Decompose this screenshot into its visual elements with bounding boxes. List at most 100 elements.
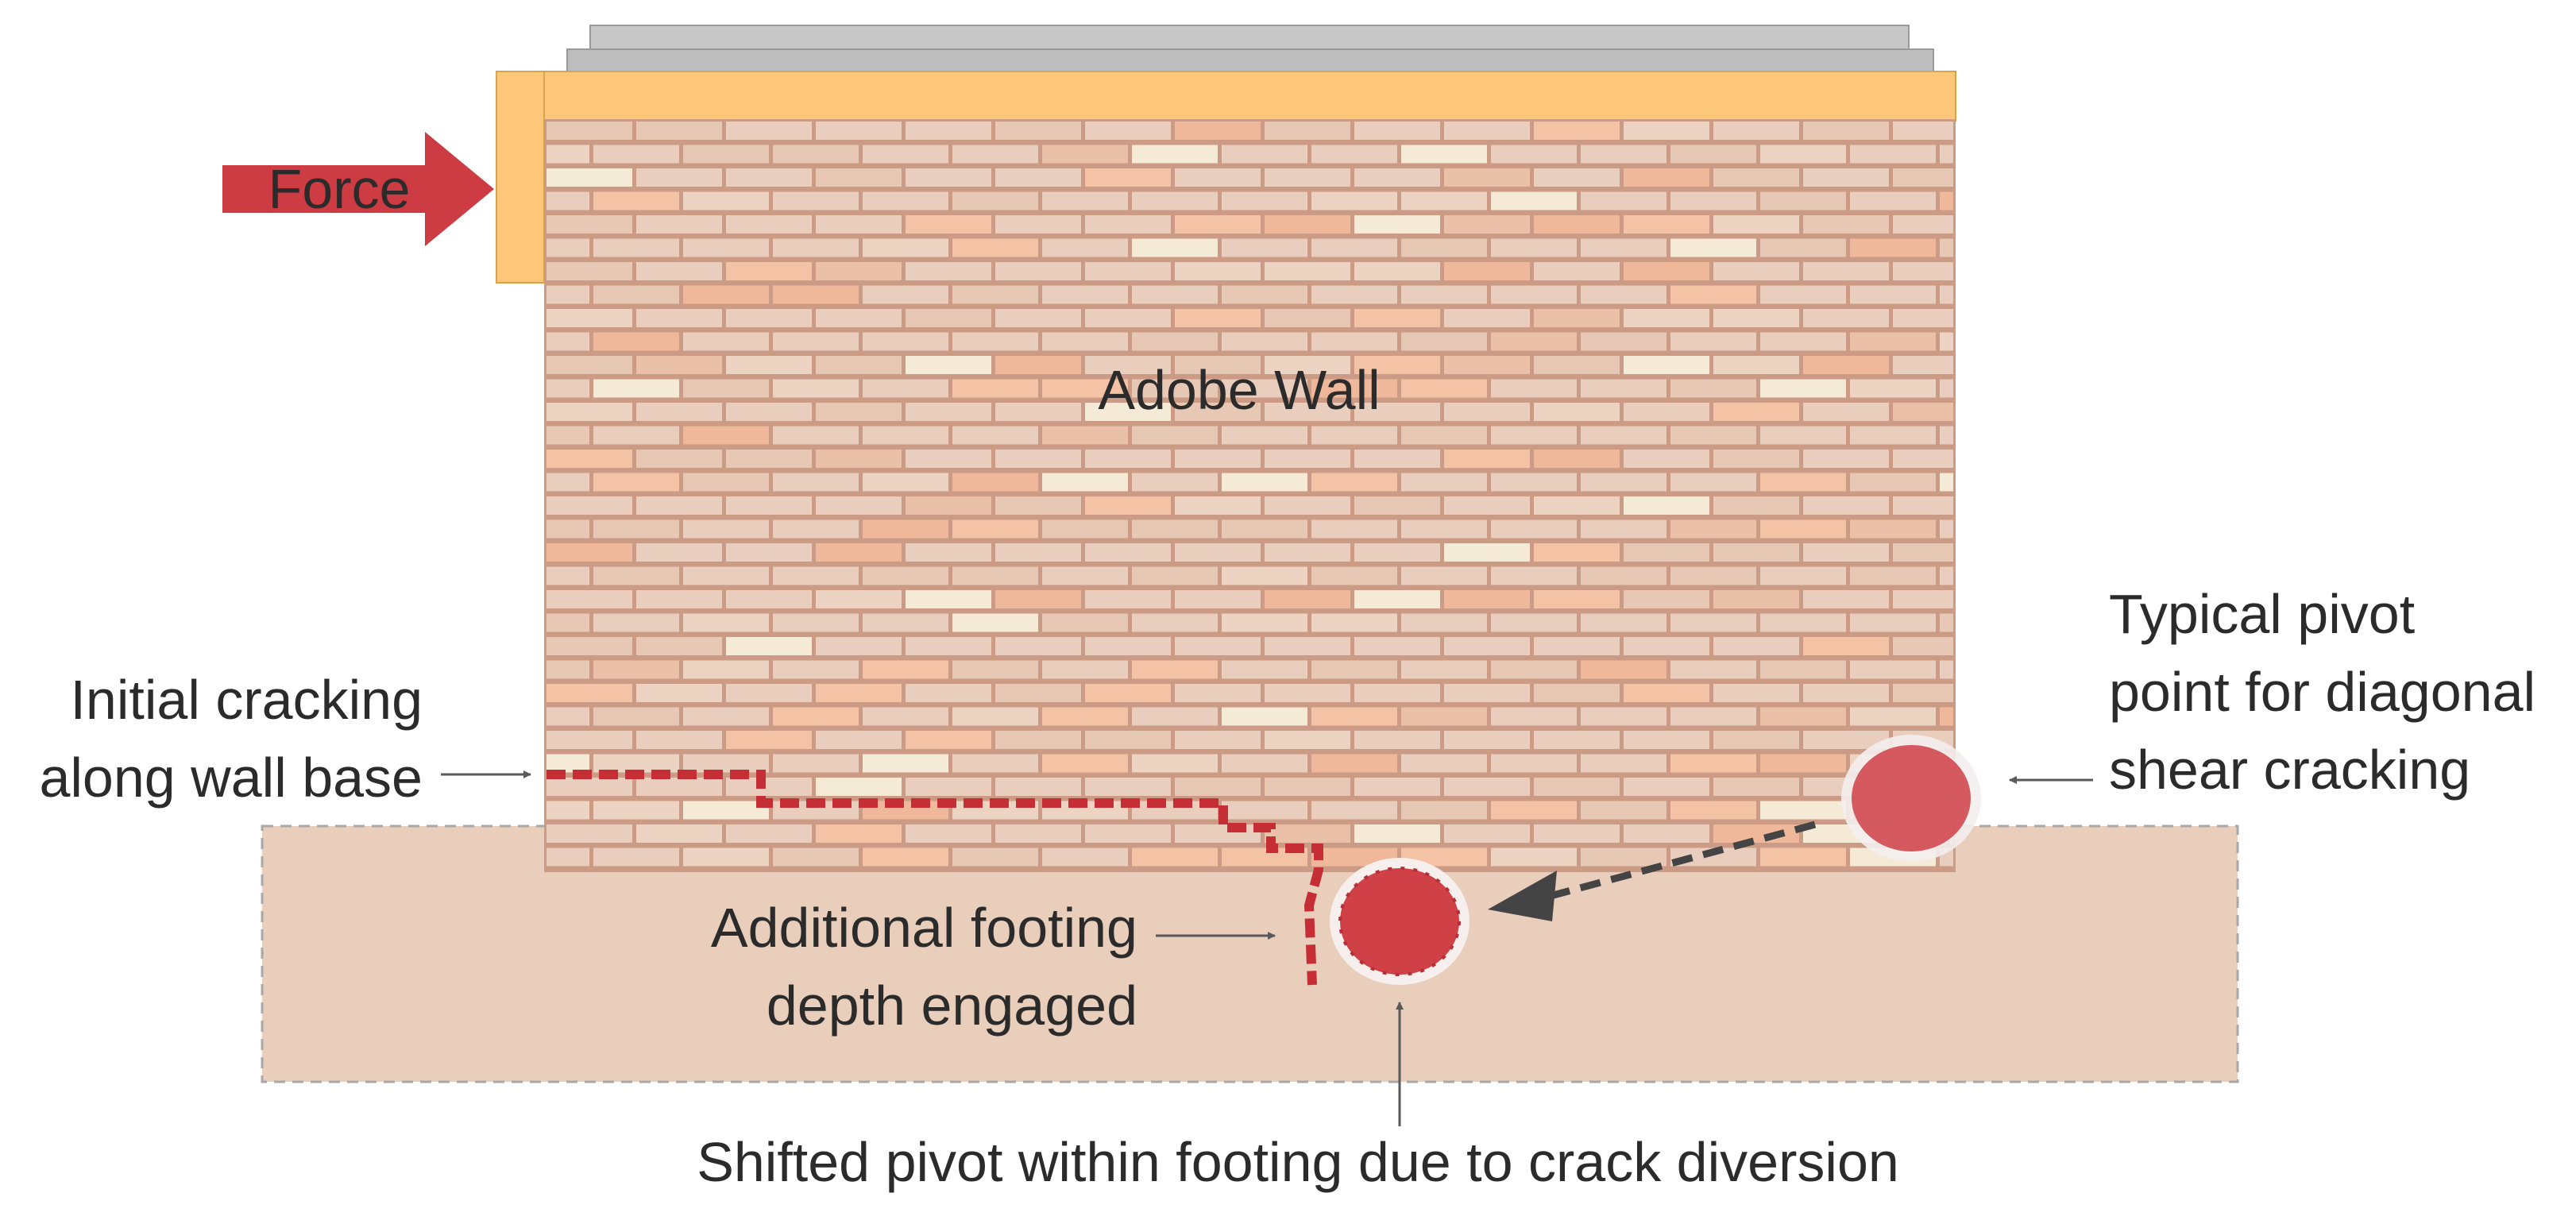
brick — [1624, 122, 1709, 140]
brick — [1581, 801, 1666, 820]
brick — [995, 778, 1081, 796]
brick — [1803, 262, 1889, 280]
brick — [952, 473, 1038, 492]
brick — [906, 356, 991, 374]
brick — [1581, 473, 1666, 492]
footing-label-line1: Additional footing — [711, 897, 1137, 959]
brick — [1670, 519, 1756, 539]
brick — [1491, 379, 1577, 398]
brick — [1713, 543, 1799, 562]
brick — [1760, 332, 1846, 351]
brick — [1354, 637, 1440, 655]
brick — [1624, 778, 1709, 796]
brick — [1491, 613, 1577, 632]
brick — [816, 590, 902, 608]
brick — [1713, 637, 1799, 655]
brick — [995, 496, 1081, 515]
brick — [1132, 191, 1218, 210]
brick — [726, 731, 812, 749]
brick — [1581, 285, 1666, 304]
brick — [906, 122, 991, 140]
brick — [1713, 684, 1799, 702]
brick — [952, 848, 1038, 867]
brick — [1760, 426, 1846, 445]
brick — [995, 684, 1081, 702]
brick — [1042, 754, 1128, 773]
brick — [1803, 637, 1889, 655]
brick — [726, 450, 812, 468]
brick — [773, 707, 859, 726]
brick — [1444, 684, 1530, 702]
brick — [1581, 379, 1666, 398]
brick — [863, 519, 948, 539]
brick — [1534, 637, 1620, 655]
brick — [1311, 801, 1397, 820]
brick — [1850, 707, 1936, 726]
brick — [1265, 590, 1350, 608]
brick — [1893, 637, 1953, 655]
brick — [593, 707, 679, 726]
brick — [1085, 496, 1171, 515]
brick — [773, 566, 859, 585]
brick — [816, 262, 902, 280]
brick — [726, 403, 812, 421]
brick — [726, 496, 812, 515]
brick — [1311, 332, 1397, 351]
brick — [906, 778, 991, 796]
brick — [1175, 778, 1261, 796]
brick — [593, 519, 679, 539]
brick — [1222, 473, 1307, 492]
brick — [683, 754, 769, 773]
brick — [816, 543, 902, 562]
brick — [636, 309, 722, 327]
brick — [593, 660, 679, 679]
brick — [1940, 332, 1953, 351]
brick — [1491, 754, 1577, 773]
brick — [1491, 801, 1577, 820]
brick — [1624, 543, 1709, 562]
brick — [683, 613, 769, 632]
brick — [1850, 145, 1936, 164]
brick — [1893, 122, 1953, 140]
brick — [1713, 403, 1799, 421]
brick — [726, 824, 812, 843]
brick — [1534, 543, 1620, 562]
brick — [1803, 122, 1889, 140]
brick — [1132, 473, 1218, 492]
brick — [1085, 262, 1171, 280]
brick — [1850, 519, 1936, 539]
brick — [1265, 637, 1350, 655]
brick — [726, 168, 812, 187]
brick — [1132, 566, 1218, 585]
brick — [863, 566, 948, 585]
brick — [683, 332, 769, 351]
brick — [816, 168, 902, 187]
brick — [636, 731, 722, 749]
brick — [546, 519, 589, 539]
brick — [546, 496, 632, 515]
brick — [952, 191, 1038, 210]
brick — [1491, 848, 1577, 867]
brick — [546, 309, 632, 327]
brick — [1624, 215, 1709, 234]
brick — [546, 637, 632, 655]
brick — [1265, 262, 1350, 280]
brick — [1491, 566, 1577, 585]
brick — [1893, 168, 1953, 187]
brick — [1042, 285, 1128, 304]
brick — [1354, 168, 1440, 187]
brick — [995, 731, 1081, 749]
brick — [1581, 613, 1666, 632]
brick — [1534, 168, 1620, 187]
brick — [1940, 566, 1953, 585]
brick — [593, 191, 679, 210]
brick — [863, 379, 948, 398]
brick — [1893, 309, 1953, 327]
brick — [1354, 824, 1440, 843]
brick — [1354, 778, 1440, 796]
brick — [1670, 660, 1756, 679]
brick — [1132, 660, 1218, 679]
brick — [726, 262, 812, 280]
brick — [546, 778, 632, 796]
